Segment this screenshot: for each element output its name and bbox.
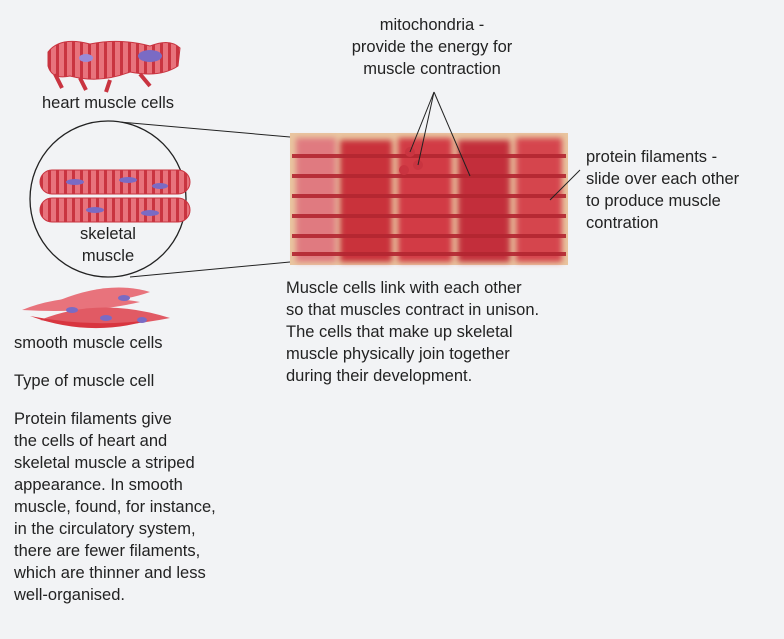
protein-filaments-paragraph: Protein filaments give the cells of hear… <box>14 408 284 606</box>
smooth-muscle-cells-label: smooth muscle cells <box>14 332 163 354</box>
smooth-muscle-cells-illustration <box>22 288 170 329</box>
heart-muscle-cells-illustration <box>48 41 180 92</box>
heart-muscle-cells-label: heart muscle cells <box>42 92 174 114</box>
protein-filaments-label: protein filaments - slide over each othe… <box>586 146 782 234</box>
mitochondria-label: mitochondria - provide the energy for mu… <box>332 14 532 80</box>
type-of-muscle-cell-caption: Type of muscle cell <box>14 370 154 392</box>
cell-link-paragraph: Muscle cells link with each other so tha… <box>286 277 626 387</box>
muscle-tissue-block <box>290 133 568 265</box>
skeletal-muscle-label: skeletal muscle <box>58 223 158 267</box>
